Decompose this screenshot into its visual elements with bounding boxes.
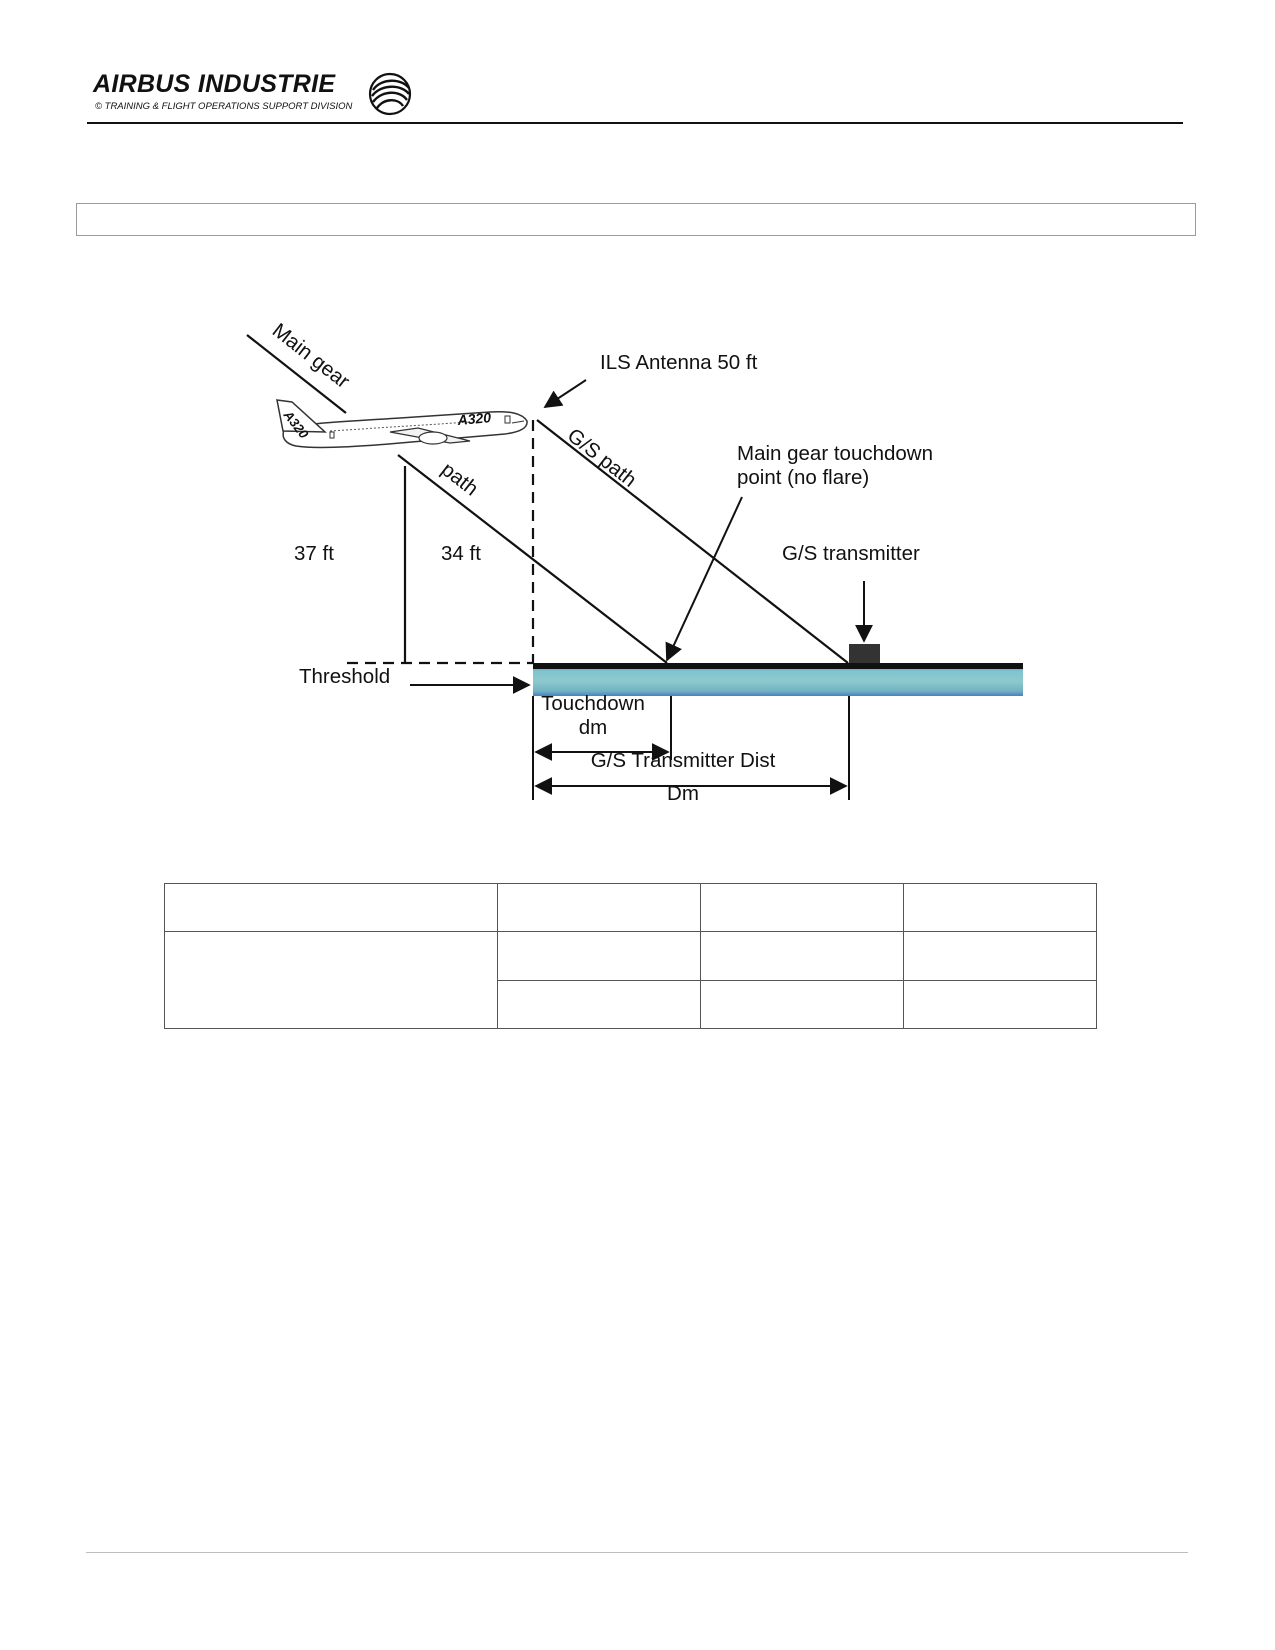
table-row [164, 931, 1097, 1029]
ils-antenna-label: ILS Antenna 50 ft [600, 351, 758, 374]
table-cell [497, 883, 701, 932]
table-cell [164, 931, 498, 1029]
table-cell [497, 931, 701, 981]
gs-path-label: G/S path [563, 424, 641, 492]
table-cell [700, 979, 904, 1029]
ils-glide-slope-diagram: A320 A320 Main gear path G/S path ILS An… [246, 319, 1023, 805]
touchdown-point-label-line1: Main gear touchdown [737, 442, 933, 465]
main-gear-label: Main gear [268, 319, 354, 393]
table-cell [903, 931, 1097, 981]
gs-transmitter-dist-label: G/S Transmitter Dist [591, 749, 776, 772]
data-table [164, 883, 1097, 1029]
table-cell [903, 979, 1097, 1029]
touchdown-point-label-line2: point (no flare) [737, 466, 869, 489]
height-37-label: 37 ft [294, 542, 334, 565]
page-header: AIRBUS INDUSTRIE © TRAINING & FLIGHT OPE… [93, 70, 423, 118]
title-box [76, 203, 1196, 236]
height-34-label: 34 ft [441, 542, 481, 565]
path-label: path [437, 458, 483, 501]
header-rule [87, 122, 1183, 124]
runway-edge [533, 663, 1023, 669]
aircraft-body-label: A320 [456, 409, 492, 428]
brand-name: AIRBUS INDUSTRIE [93, 70, 336, 98]
touchdown-point-arrow [665, 496, 743, 662]
airbus-swirl-logo-icon [368, 72, 412, 116]
table-cell [700, 931, 904, 981]
gs-transmitter-box [849, 644, 880, 663]
footer-rule [86, 1552, 1188, 1553]
brand-subtitle: © TRAINING & FLIGHT OPERATIONS SUPPORT D… [95, 101, 353, 112]
threshold-label: Threshold [299, 665, 390, 688]
touchdown-label: Touchdown [541, 692, 645, 715]
table-cell [497, 979, 701, 1029]
table-cell [903, 883, 1097, 932]
table-cell [164, 883, 498, 932]
main-gear-path-line-upper [246, 334, 347, 414]
table-cell [700, 883, 904, 932]
dm-small-label: dm [579, 716, 607, 739]
main-gear-path-line-lower [397, 454, 668, 664]
table-row [165, 979, 1097, 1029]
ils-antenna-arrow [543, 379, 587, 408]
gs-transmitter-label: G/S transmitter [782, 542, 920, 565]
a320-aircraft [276, 399, 528, 449]
gs-path-line [536, 419, 849, 664]
table-row [164, 883, 1097, 932]
dm-large-label: Dm [667, 782, 699, 805]
